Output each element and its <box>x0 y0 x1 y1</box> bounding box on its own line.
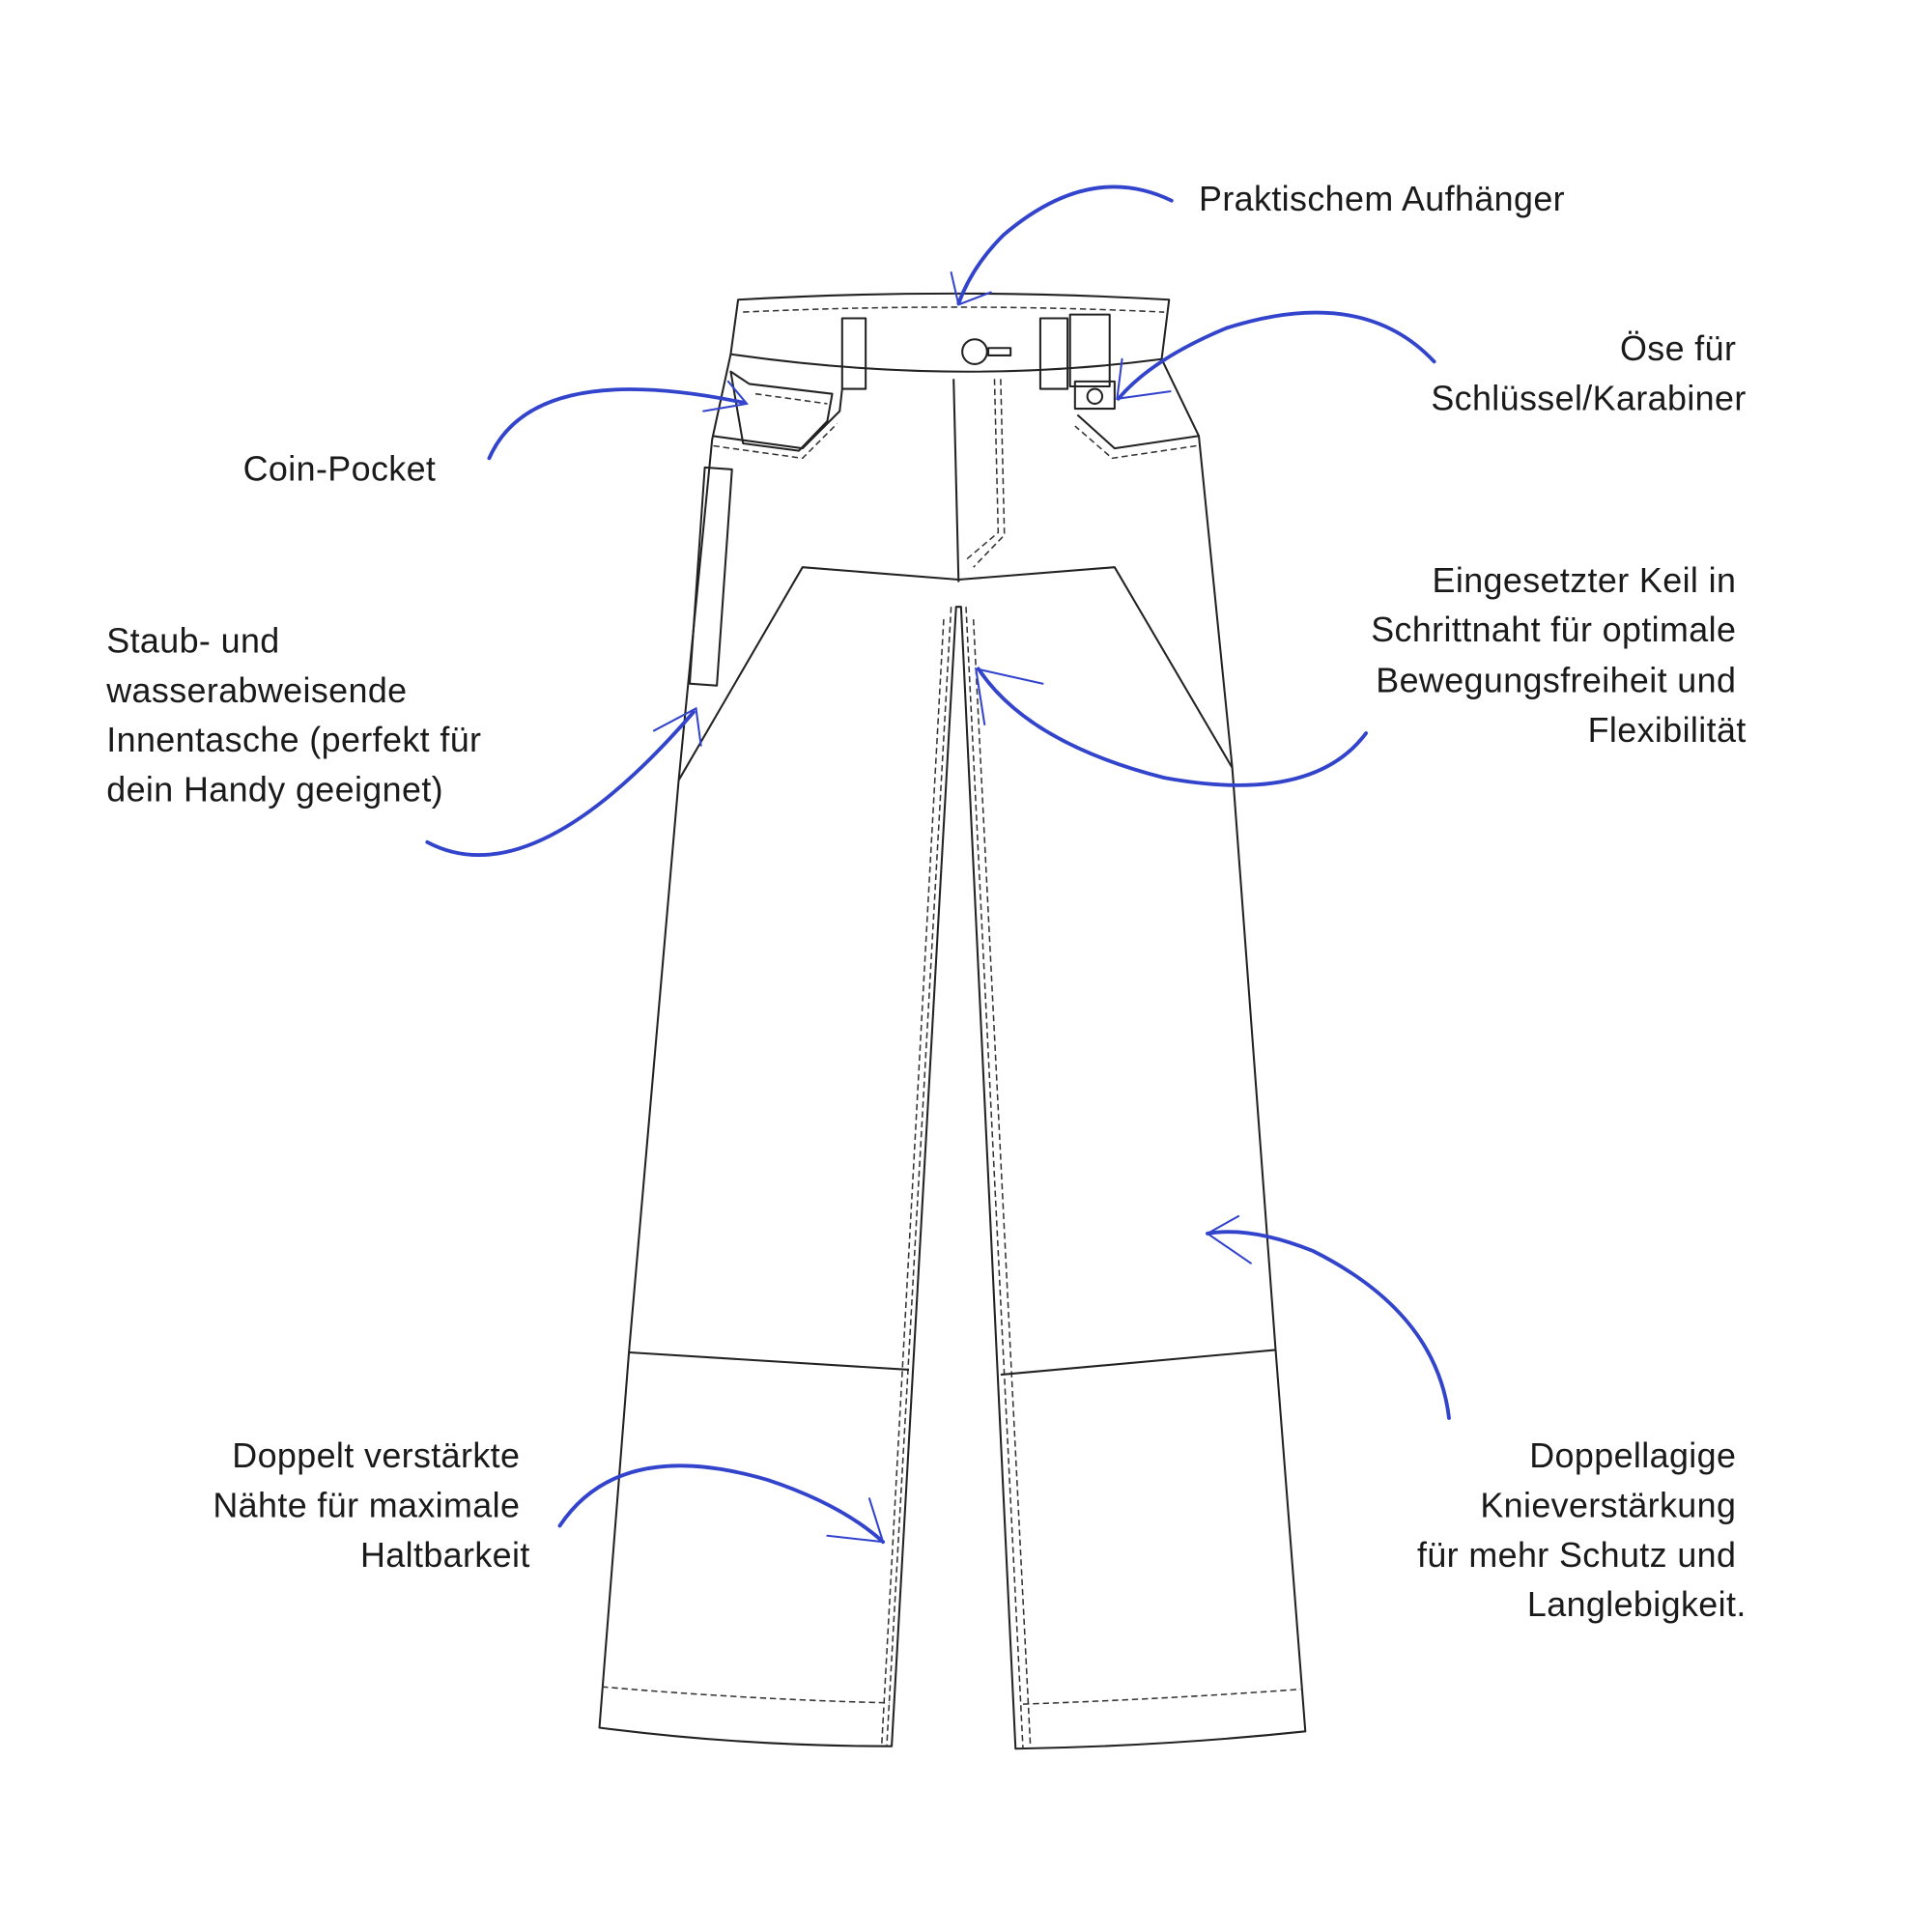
pants-drawing <box>598 292 1307 1750</box>
hem-stitching-left <box>602 1686 890 1704</box>
label-eyelet: Öse für Schlüssel/Karabiner <box>1431 329 1746 417</box>
fly-stitching <box>965 379 1000 561</box>
pants-outline <box>598 354 1307 1750</box>
arrowhead-seams <box>826 1497 885 1544</box>
belt-loop <box>1038 317 1069 390</box>
label-seams: Doppelt verstärkte Nähte für maximale Ha… <box>213 1436 529 1575</box>
label-line: wasserabweisende <box>105 671 407 710</box>
label-line: Bewegungsfreiheit und <box>1376 662 1736 700</box>
arrow-hanger <box>956 185 1174 306</box>
knee-panel-left <box>629 1350 910 1371</box>
label-gusset: Eingesetzter Keil in Schrittnaht für opt… <box>1371 561 1746 750</box>
label-line: Öse für <box>1620 329 1736 368</box>
arrow-coin-pocket <box>487 387 746 461</box>
knee-panel-right <box>1000 1349 1276 1377</box>
label-hanger: Praktischem Aufhänger <box>1199 180 1565 218</box>
inner-pocket-zip <box>688 466 733 687</box>
labels: Praktischem Aufhänger Öse für Schlüssel/… <box>105 180 1746 1624</box>
waistband-stitching <box>743 306 1165 313</box>
button <box>961 338 988 365</box>
label-line: Langlebigkeit. <box>1527 1585 1747 1624</box>
label-coin-pocket: Coin-Pocket <box>243 449 437 488</box>
arrowhead-hanger <box>950 271 992 306</box>
label-line: Schrittnaht für optimale <box>1371 611 1736 649</box>
fly-line <box>952 379 960 582</box>
eyelet <box>1086 387 1104 405</box>
label-line: Knieverstärkung <box>1480 1487 1736 1525</box>
label-line: dein Handy geeignet) <box>106 770 443 809</box>
arrow-inner-pocket <box>425 710 696 857</box>
front-pocket-left <box>712 388 843 450</box>
fly-stitching <box>973 379 1006 568</box>
belt-loop <box>840 317 867 390</box>
label-line: Doppellagige <box>1529 1436 1736 1475</box>
front-pocket-right <box>1076 413 1200 450</box>
inseam-stitching <box>972 618 1032 1747</box>
inseam-stitching <box>881 618 945 1745</box>
arrowhead-knee <box>1206 1214 1252 1264</box>
arrowhead-coin-pocket <box>702 380 750 412</box>
arrowhead-gusset <box>975 667 1044 726</box>
label-line: Schlüssel/Karabiner <box>1431 379 1746 417</box>
label-line: Innentasche (perfekt für <box>106 721 481 759</box>
annotation-arrows <box>425 185 1451 1545</box>
hem-stitching-right <box>1022 1688 1301 1705</box>
label-line: Staub- und <box>106 622 279 661</box>
label-inner-pocket: Staub- und wasserabweisende Innentasche … <box>105 622 491 810</box>
arrowhead-inner-pocket <box>652 706 702 747</box>
arrow-gusset <box>976 667 1369 787</box>
inseam-stitching <box>886 607 952 1747</box>
label-line: Haltbarkeit <box>360 1536 530 1575</box>
label-line: Nähte für maximale <box>213 1487 520 1525</box>
arrowhead-eyelet <box>1116 357 1172 401</box>
label-line: Eingesetzter Keil in <box>1433 561 1737 600</box>
coin-pocket-stitching <box>754 392 828 405</box>
front-pocket-right-stitching <box>1074 425 1197 460</box>
button-tab <box>987 347 1012 356</box>
label-knee: Doppellagige Knieverstärkung für mehr Sc… <box>1417 1436 1747 1624</box>
arrow-eyelet <box>1116 310 1436 401</box>
arrow-seams <box>557 1463 886 1545</box>
label-line: Flexibilität <box>1588 711 1747 750</box>
coin-pocket <box>729 370 834 452</box>
hanger-loop <box>1068 313 1111 388</box>
inseam-stitching <box>965 607 1024 1749</box>
eyelet-tab <box>1073 380 1116 411</box>
crotch-gusset <box>677 566 1234 781</box>
label-line: Doppelt verstärkte <box>232 1436 520 1475</box>
waistband <box>729 292 1171 373</box>
front-pocket-left-stitching <box>713 422 838 460</box>
label-line: für mehr Schutz und <box>1417 1536 1736 1575</box>
arrow-knee <box>1206 1230 1451 1420</box>
